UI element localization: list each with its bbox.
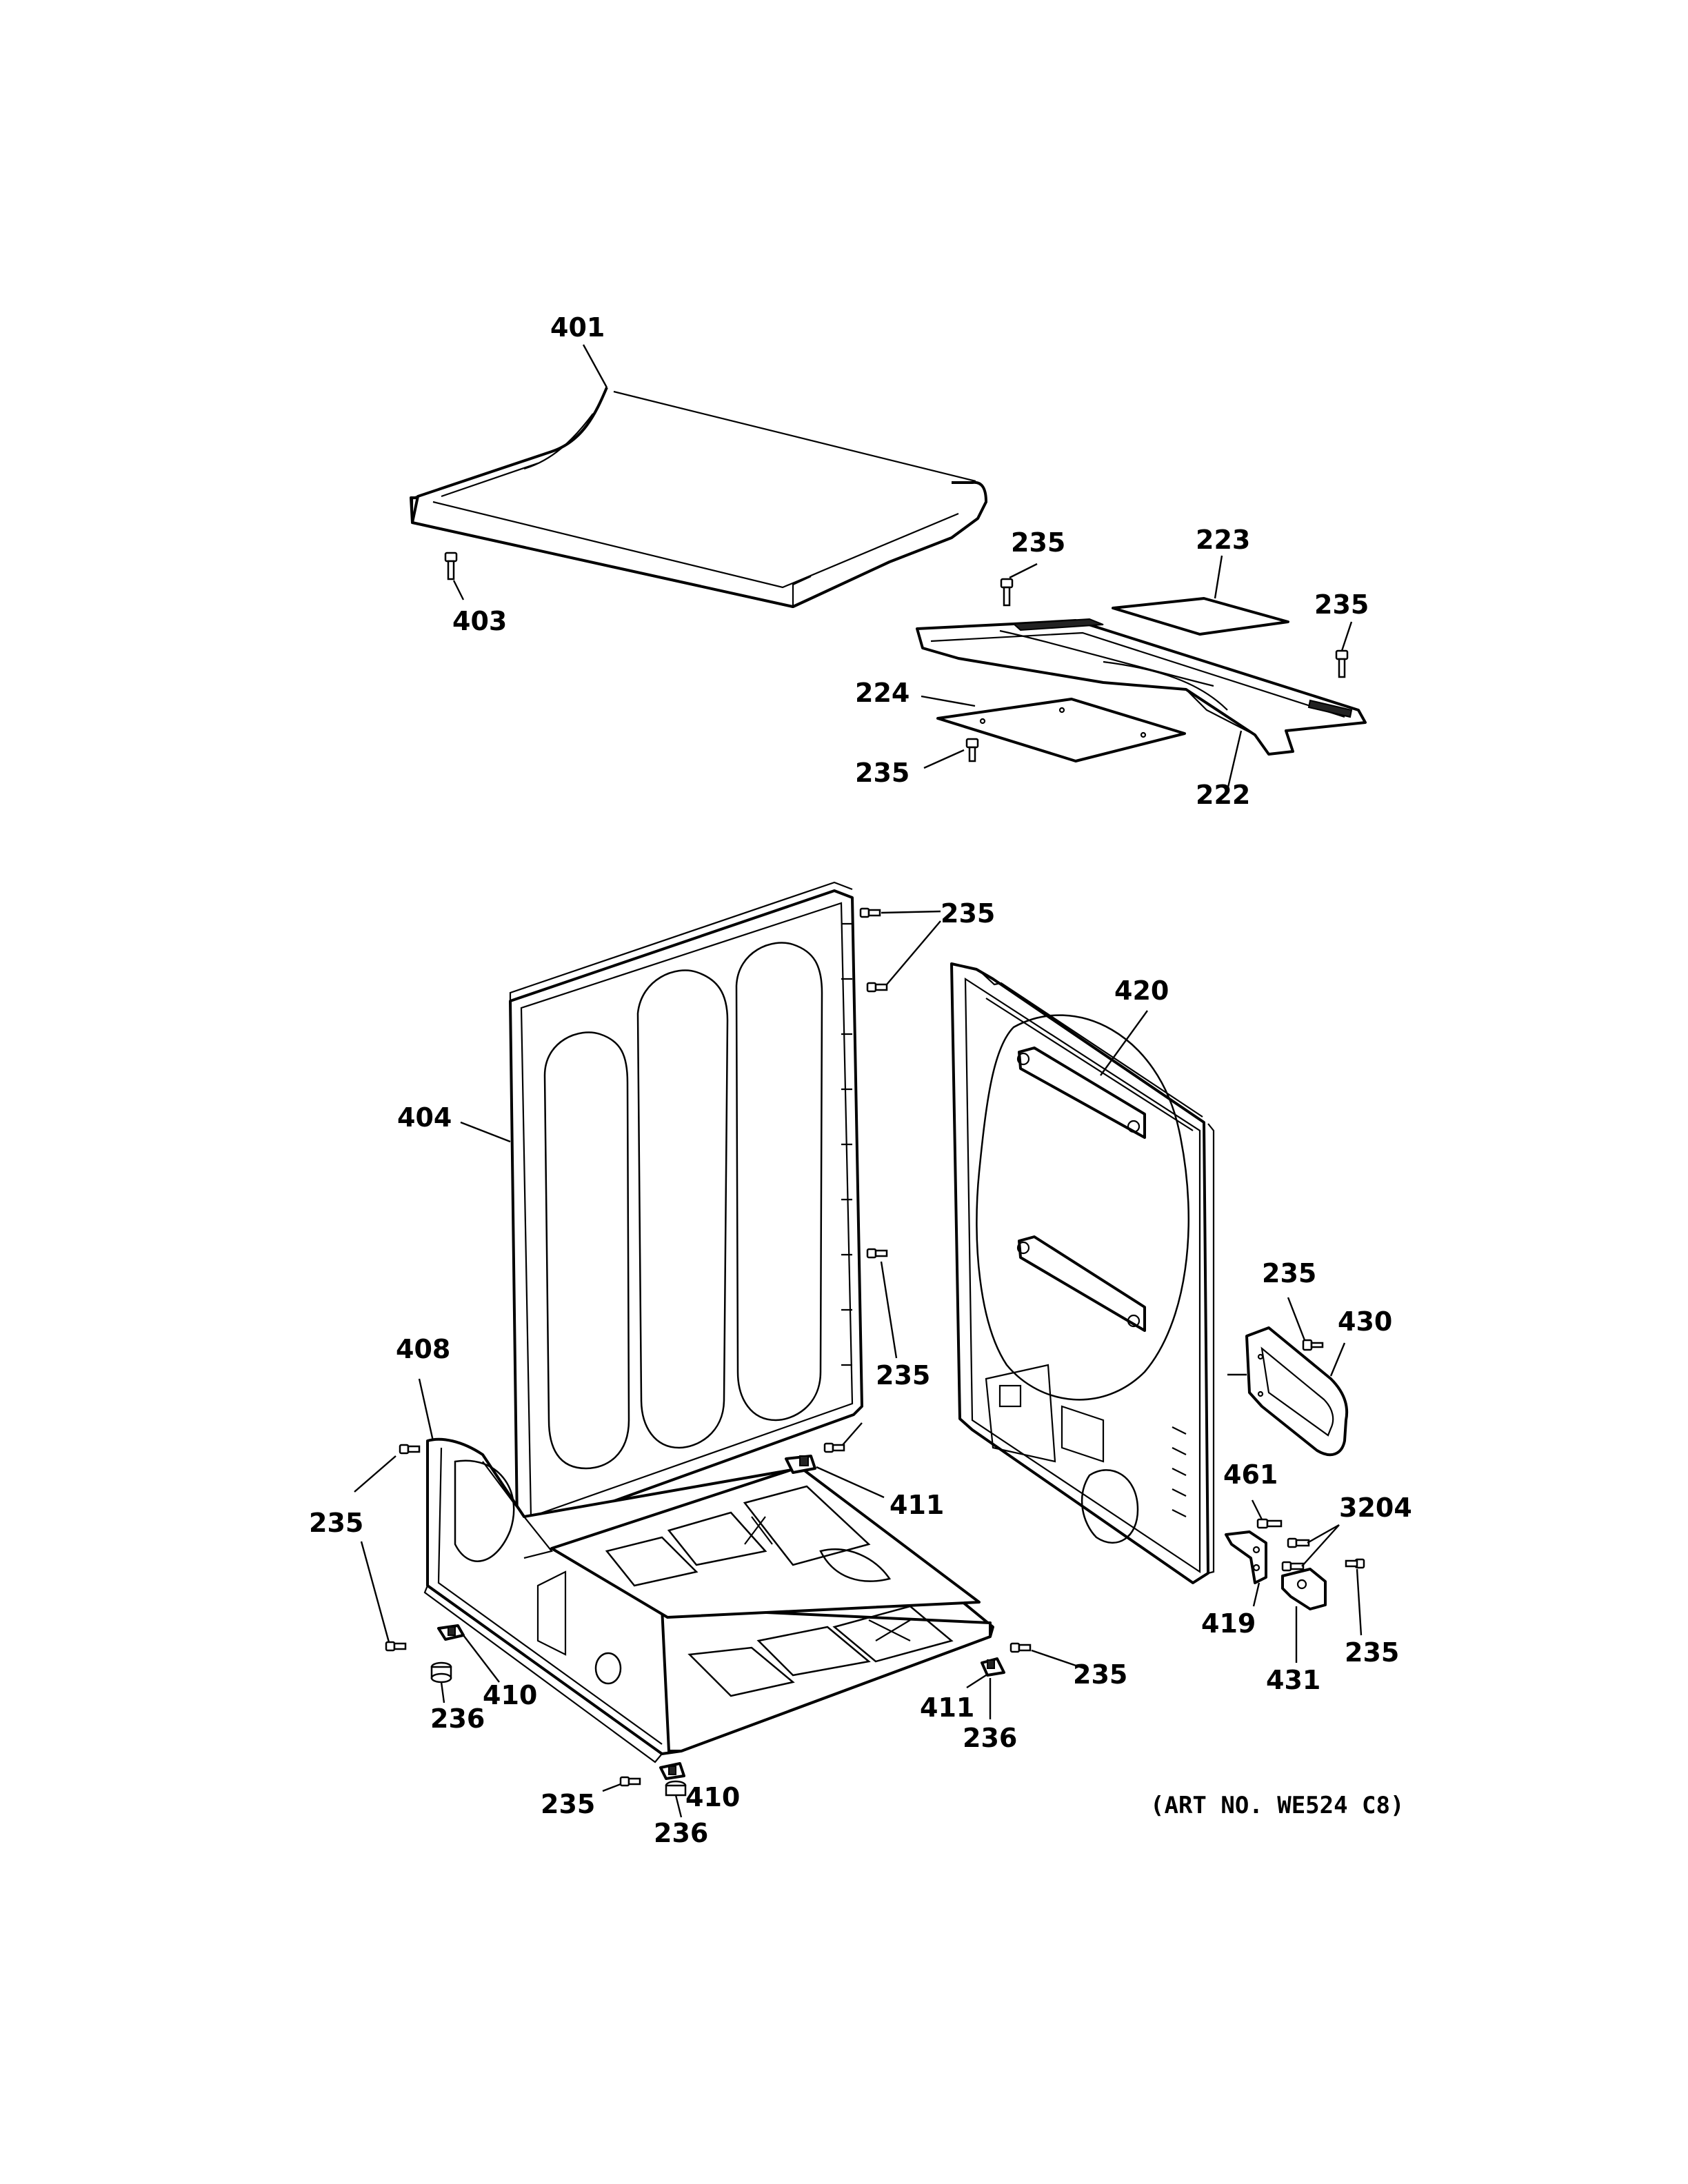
front-panel-420[interactable] bbox=[950, 962, 1215, 1584]
callout-403: 403 bbox=[452, 606, 507, 636]
callout-235: 235 bbox=[941, 898, 995, 929]
screw-235-back-side[interactable] bbox=[866, 1248, 888, 1259]
callout-404: 404 bbox=[397, 1102, 452, 1133]
foot-236-left[interactable] bbox=[430, 1661, 452, 1684]
screw-461[interactable] bbox=[1256, 1518, 1283, 1529]
art-number: (ART NO. WE524 C8) bbox=[1150, 1792, 1404, 1819]
callout-224: 224 bbox=[855, 678, 910, 708]
callout-235: 235 bbox=[1314, 589, 1369, 620]
cover-224[interactable] bbox=[936, 698, 1186, 762]
screw-235-base-right[interactable] bbox=[1009, 1642, 1032, 1653]
callout-410: 410 bbox=[685, 1782, 740, 1812]
leader-lines bbox=[354, 344, 1363, 1818]
screw-235-base-left-bottom[interactable] bbox=[385, 1641, 407, 1652]
callout-235: 235 bbox=[1262, 1258, 1316, 1288]
callout-461: 461 bbox=[1223, 1459, 1278, 1490]
screw-235-hinge[interactable] bbox=[1345, 1558, 1365, 1569]
screw-235-back-lower[interactable] bbox=[823, 1442, 845, 1453]
callout-235: 235 bbox=[855, 758, 910, 788]
hinge-431[interactable] bbox=[1281, 1568, 1327, 1610]
callout-235: 235 bbox=[309, 1508, 363, 1538]
callout-430: 430 bbox=[1338, 1306, 1392, 1337]
screw-235-bracket-a[interactable] bbox=[1000, 578, 1014, 607]
top-panel-401[interactable] bbox=[410, 387, 987, 608]
callout-235: 235 bbox=[1073, 1659, 1127, 1690]
callout-222: 222 bbox=[1196, 780, 1250, 810]
cover-223[interactable] bbox=[1112, 597, 1289, 636]
callout-419: 419 bbox=[1201, 1608, 1256, 1639]
callout-235: 235 bbox=[876, 1360, 930, 1391]
glide-411-upper[interactable] bbox=[785, 1455, 816, 1474]
screw-235-back-top[interactable] bbox=[859, 907, 881, 918]
callout-223: 223 bbox=[1196, 525, 1250, 555]
base-408[interactable] bbox=[423, 1437, 994, 1763]
callout-3204: 3204 bbox=[1339, 1493, 1412, 1523]
callout-411: 411 bbox=[890, 1490, 944, 1520]
hinge-419[interactable] bbox=[1225, 1530, 1267, 1584]
screw-235-base-left-top[interactable] bbox=[399, 1444, 421, 1455]
glide-411-lower[interactable] bbox=[981, 1657, 1005, 1677]
callout-420: 420 bbox=[1114, 975, 1169, 1006]
glide-410-left[interactable] bbox=[437, 1624, 465, 1641]
callout-408: 408 bbox=[396, 1334, 450, 1364]
callout-410: 410 bbox=[483, 1680, 537, 1710]
callout-236: 236 bbox=[430, 1703, 485, 1734]
screw-235-bracket-b[interactable] bbox=[1335, 649, 1349, 678]
back-panel-404[interactable] bbox=[509, 881, 863, 1533]
callout-401: 401 bbox=[550, 312, 605, 343]
door-bracket-430[interactable] bbox=[1245, 1326, 1349, 1457]
callout-411: 411 bbox=[920, 1692, 974, 1723]
foot-236-bottom[interactable] bbox=[665, 1780, 687, 1797]
callout-236: 236 bbox=[963, 1723, 1017, 1753]
bracket-222[interactable] bbox=[916, 618, 1367, 756]
callout-236: 236 bbox=[654, 1818, 708, 1848]
callout-235: 235 bbox=[1011, 527, 1065, 558]
screw-235-door[interactable] bbox=[1302, 1339, 1324, 1351]
screws-3204[interactable] bbox=[1281, 1537, 1310, 1572]
callout-labels: 401 403 235 223 235 224 235 222 235 420 … bbox=[309, 312, 1412, 1848]
glide-410-bottom[interactable] bbox=[659, 1762, 685, 1780]
screw-235-base-bottom[interactable] bbox=[619, 1776, 641, 1787]
screw-235-cover[interactable] bbox=[965, 738, 979, 762]
callout-431: 431 bbox=[1266, 1665, 1320, 1695]
callout-235: 235 bbox=[541, 1789, 595, 1819]
screw-403[interactable] bbox=[444, 552, 458, 580]
screw-235-back-upper[interactable] bbox=[866, 982, 888, 993]
callout-235: 235 bbox=[1345, 1637, 1399, 1668]
